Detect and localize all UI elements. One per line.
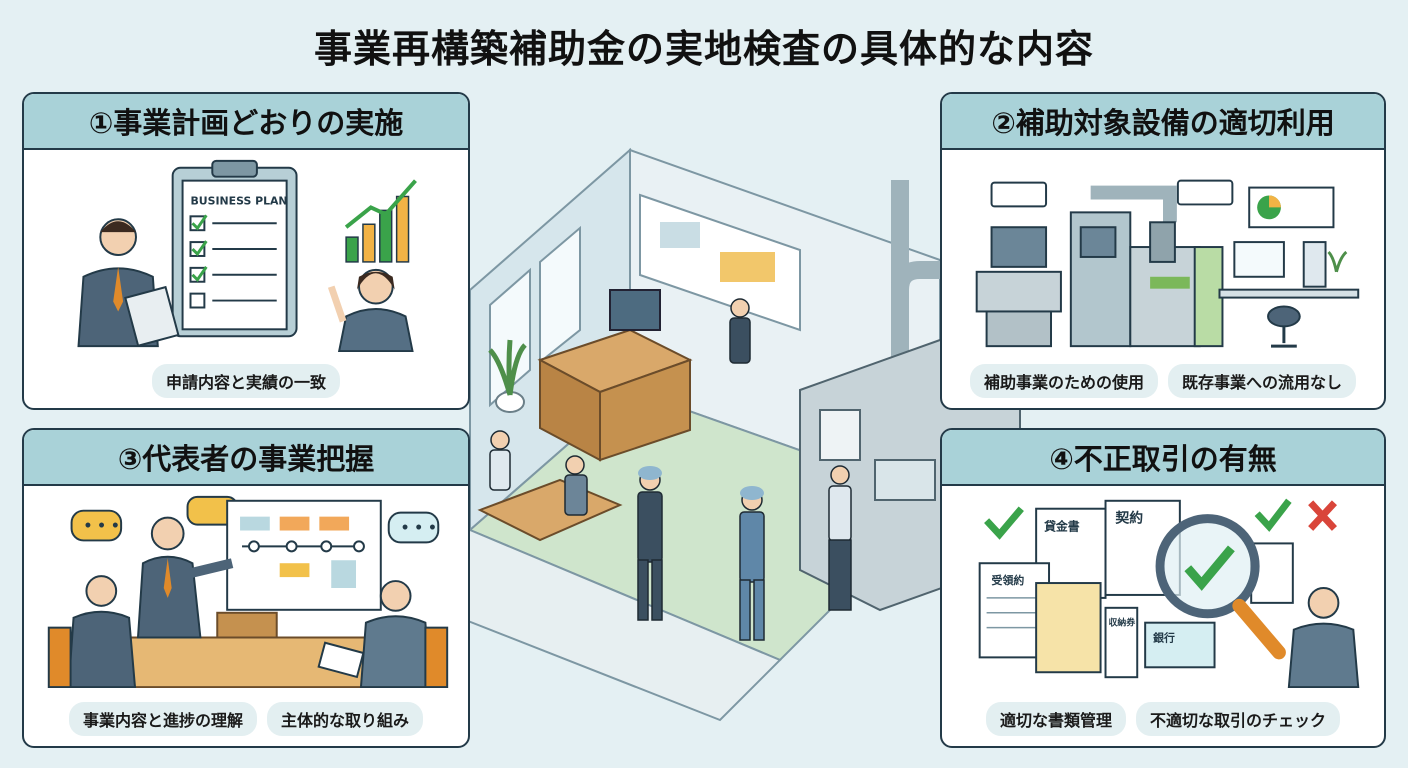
equipment-illustration — [975, 179, 1360, 348]
panel-heading: ①事業計画どおりの実施 — [24, 94, 468, 150]
check-icon — [1254, 498, 1292, 532]
office-factory-scene-illustration — [418, 147, 1021, 722]
document-check-illustration: 貸金書 契約 受領約 収納券 銀行 — [978, 498, 1360, 688]
panel-fraud-check: ④不正取引の有無 貸金書 契約 受領約 収納券 銀行 適切な書類管理 不適切な取… — [940, 428, 1386, 748]
tag-list: 適切な書類管理 不適切な取引のチェック — [942, 702, 1384, 736]
panel-heading: ③代表者の事業把握 — [24, 430, 468, 486]
tag-improper-transaction-check: 不適切な取引のチェック — [1136, 702, 1341, 736]
panel-heading: ④不正取引の有無 — [942, 430, 1384, 486]
magnifier-icon — [1155, 514, 1260, 619]
tag-document-management: 適切な書類管理 — [985, 702, 1126, 736]
meeting-illustration: • • • • • • — [47, 495, 449, 688]
svg-text:• • •: • • • — [83, 519, 119, 535]
doc-invoice-label: 貸金書 — [1043, 520, 1080, 534]
tag-subsidy-use: 補助事業のための使用 — [969, 364, 1158, 398]
check-icon — [984, 506, 1024, 540]
page-title: 事業再構築補助金の実地検査の具体的な内容 — [313, 27, 1094, 71]
tag-business-understanding: 事業内容と進捗の理解 — [68, 702, 257, 736]
clipboard-label: BUSINESS PLAN — [191, 194, 288, 207]
tag-list: 補助事業のための使用 既存事業への流用なし — [942, 364, 1384, 398]
tag-list: 申請内容と実績の一致 — [24, 364, 468, 398]
cross-icon — [1308, 500, 1337, 531]
panel-business-plan: ①事業計画どおりの実施 BUSINESS PLAN — [22, 92, 470, 410]
tag-plan-match: 申請内容と実績の一致 — [151, 364, 340, 398]
doc-receipt-label: 収納券 — [1108, 617, 1136, 629]
tag-initiative: 主体的な取り組み — [267, 702, 424, 736]
panel-representative-understanding: ③代表者の事業把握 • • • • • • — [22, 428, 470, 748]
tag-no-diversion: 既存事業への流用なし — [1168, 364, 1357, 398]
panel-heading: ②補助対象設備の適切利用 — [942, 94, 1384, 150]
doc-bank-label: 銀行 — [1153, 631, 1175, 645]
tag-list: 事業内容と進捗の理解 主体的な取り組み — [24, 702, 468, 736]
panel-equipment-use: ②補助対象設備の適切利用 補助事業のための使用 既存事業への流用なし — [940, 92, 1386, 410]
business-plan-illustration: BUSINESS PLAN — [77, 159, 417, 352]
doc-receipt-book-label: 受領約 — [992, 573, 1025, 587]
svg-text:• • •: • • • — [401, 521, 437, 537]
doc-contract-label: 契約 — [1114, 510, 1143, 527]
